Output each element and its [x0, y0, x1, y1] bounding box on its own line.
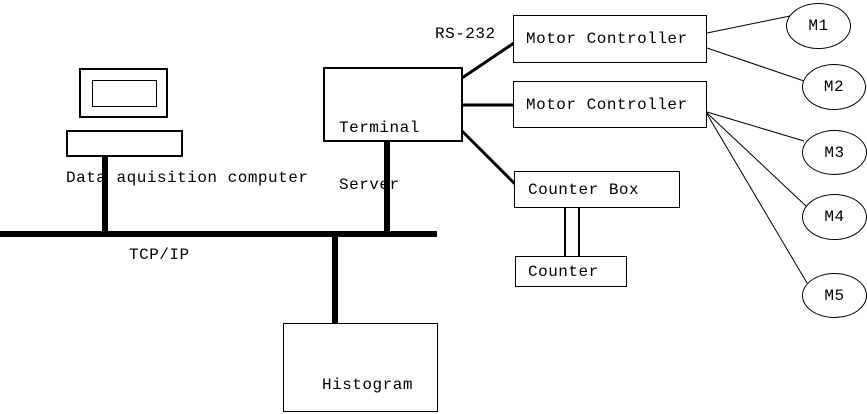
- histogram-memory-label-line1: Histogram: [322, 376, 413, 394]
- motorcontroller1-to-m1-link: [706, 15, 791, 34]
- counter-box-box: Counter Box: [514, 171, 680, 208]
- terminal-to-counterbox-link: [460, 129, 518, 187]
- motor-m2-ellipse: M2: [802, 64, 866, 110]
- motor-m3-label: M3: [824, 143, 845, 162]
- motor-controller-1-label: Motor Controller: [526, 30, 688, 48]
- computer-screen-icon: [92, 80, 157, 107]
- motor-m2-label: M2: [823, 78, 845, 96]
- motor-controller-2-label: Motor Controller: [526, 95, 688, 114]
- rs232-label: RS-232: [435, 25, 496, 43]
- counter-box-label: Counter Box: [528, 180, 640, 199]
- motor-controller-1-box: Motor Controller: [513, 15, 707, 63]
- counter-label: Counter: [528, 262, 599, 281]
- terminal-server-box: Terminal Server: [323, 67, 463, 194]
- motor-m1-ellipse: M1: [786, 3, 851, 49]
- terminal-to-motorcontroller1-link: [461, 41, 515, 80]
- tcpip-label: TCP/IP: [129, 246, 190, 264]
- motor-m3-ellipse: M3: [802, 130, 867, 175]
- terminal-server-label-line1: Terminal: [339, 119, 420, 137]
- motorcontroller2-to-m3-link: [706, 111, 805, 142]
- motor-m5-ellipse: M5: [802, 273, 867, 318]
- motorcontroller2-to-m4-link: [706, 112, 807, 207]
- counter-box: Counter: [515, 256, 627, 287]
- motor-m4-label: M4: [824, 208, 845, 226]
- motor-m4-ellipse: M4: [802, 194, 867, 240]
- motor-m1-label: M1: [808, 17, 829, 35]
- motorcontroller1-to-m2-link: [706, 47, 805, 82]
- computer-keyboard-icon: [66, 130, 183, 157]
- motorcontroller2-to-m5-link: [706, 113, 808, 284]
- motor-controller-2-box: Motor Controller: [513, 81, 707, 128]
- histogram-memory-box: Histogram Memory: [283, 323, 438, 412]
- motor-m5-label: M5: [824, 286, 845, 305]
- computer-caption: Data aquisition computer: [66, 169, 309, 187]
- terminal-server-label-line2: Server: [339, 176, 400, 194]
